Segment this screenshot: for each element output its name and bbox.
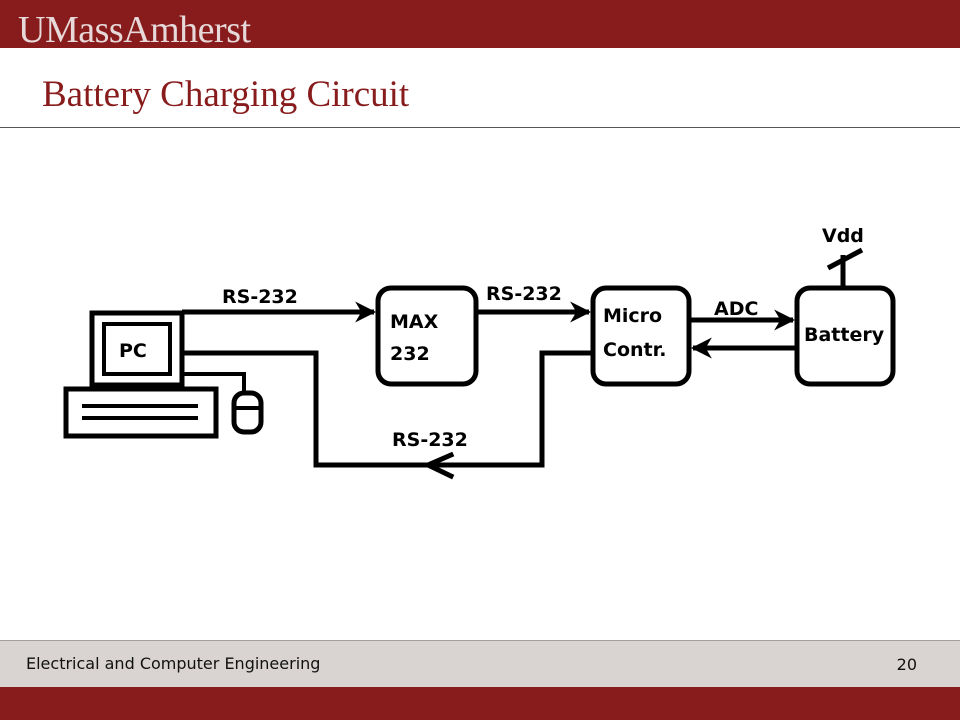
footer: Electrical and Computer Engineering 20 <box>0 640 960 687</box>
pc-keyboard <box>63 386 219 439</box>
pc-screen <box>102 322 172 376</box>
label-adc: ADC <box>714 298 758 320</box>
title-divider <box>0 127 960 128</box>
label-microcontroller-to-pc: RS-232 <box>392 429 468 451</box>
max232-block: MAX 232 <box>375 285 479 387</box>
microcontroller-box <box>590 285 692 387</box>
umass-amherst-logo: UMassAmherst <box>18 9 251 51</box>
page-number: 20 <box>896 655 917 674</box>
bottom-bar <box>0 687 960 720</box>
battery-block: Battery Vdd <box>794 225 896 387</box>
microcontroller-block: Micro Contr. <box>590 285 692 387</box>
max232-box <box>375 285 479 387</box>
arrowhead-return-rs232 <box>421 451 455 480</box>
microcontroller-label-line2: Contr. <box>603 339 667 361</box>
max232-label-line2: 232 <box>390 343 430 365</box>
battery-label: Battery <box>804 324 885 346</box>
mouse-icon <box>231 390 264 435</box>
pc-computer-icon: PC <box>63 310 264 439</box>
label-pc-to-max232: RS-232 <box>222 286 298 308</box>
vdd-label: Vdd <box>822 225 864 247</box>
footer-department: Electrical and Computer Engineering <box>26 654 321 673</box>
label-max232-to-microcontroller: RS-232 <box>486 283 562 305</box>
microcontroller-label-line1: Micro <box>603 305 662 327</box>
pc-label: PC <box>119 340 147 362</box>
header-bar: UMassAmherst <box>0 0 960 51</box>
slide-title: Battery Charging Circuit <box>42 74 410 115</box>
max232-label-line1: MAX <box>390 311 439 333</box>
vdd-terminal <box>826 247 864 271</box>
mouse-cable <box>182 372 246 392</box>
